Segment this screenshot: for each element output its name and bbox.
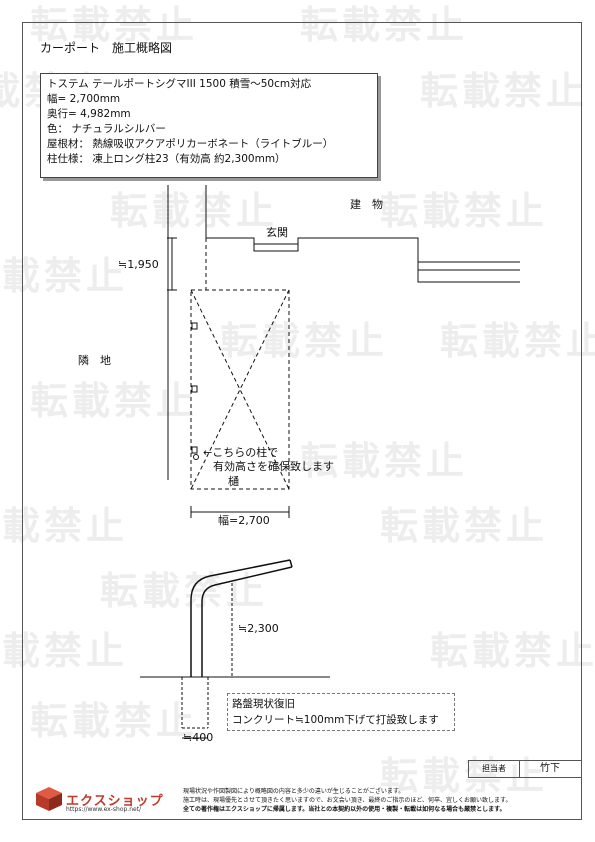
width-dimension: 幅=2,700 — [218, 514, 270, 527]
carport-diagonal — [190, 289, 290, 490]
watermark-text: 転載禁止 — [100, 569, 269, 613]
gutter-label: 樋 — [228, 475, 239, 488]
watermark-text: 転載禁止 — [380, 189, 549, 233]
building-outline — [205, 185, 520, 283]
watermark-text: 転載禁止 — [300, 3, 469, 47]
footer-line2: 施工時は、現場優先とさせて頂きたく思いますので、お文会い頂き、最終のご指示のほど… — [183, 797, 512, 804]
pillar-note-line1: ←こちらの柱で — [203, 446, 279, 459]
page-title: カーポート 施工概略図 — [40, 41, 173, 55]
building-label: 建 物 — [350, 198, 383, 211]
spec-depth: 奥行= 4,982mm — [47, 108, 131, 120]
depth-dimension: ≒1,950 — [118, 258, 159, 271]
spec-pillar: 柱仕様： 凍上ロング柱23（有効高 約2,300mm） — [47, 153, 286, 165]
watermark-text: 転載禁止 — [30, 379, 199, 423]
pillar-mark — [191, 322, 198, 330]
watermark-text: 転載禁止 — [380, 754, 549, 798]
footer-line1: 現場状況や作図製図により概略図の内容と多少の違いが生じることがございます。 — [183, 788, 405, 795]
spec-product: トステム テールポートシグマIII 1500 積雪～50cm対応 — [47, 78, 312, 90]
footer-disclaimer: 現場状況や作図製図により概略図の内容と多少の違いが生じることがございます。 施工… — [183, 787, 578, 814]
watermark-text: 転載禁止 — [0, 504, 129, 548]
logo-text: エクスショップ — [66, 794, 164, 809]
logo-box-icon — [36, 787, 62, 811]
watermark-text: 転載禁止 — [430, 629, 595, 673]
watermark-text: 転載禁止 — [440, 319, 595, 363]
spec-color: 色： ナチュラルシルバー — [47, 123, 166, 135]
footer-line3: 全ての著作権はエクスショップに帰属します。当社との本契約以外の使用・複製・転載は… — [183, 806, 506, 813]
watermark-text: 転載禁止 — [30, 699, 199, 743]
carport-diagonal — [190, 289, 290, 490]
spec-box: トステム テールポートシグマIII 1500 積雪～50cm対応 幅= 2,70… — [40, 73, 378, 178]
construction-note: 路盤現状復旧 コンクリート≒100mm下げて打設致します — [227, 693, 455, 731]
logo-url: https://www.ex-shop.net/ — [66, 806, 142, 813]
signature-label: 担当者 — [469, 761, 520, 777]
watermark-text: 転載禁止 — [220, 319, 389, 363]
note-line1: 路盤現状復旧 — [232, 698, 295, 710]
signature-box: 担当者 竹下 — [468, 760, 582, 778]
drawing-frame — [22, 22, 582, 820]
watermark-text: 転載禁止 — [0, 629, 129, 673]
spec-width: 幅= 2,700mm — [47, 93, 121, 105]
watermark-text: 転載禁止 — [300, 439, 469, 483]
pillar-note-line2: 有効高さを確保致します — [213, 460, 334, 473]
watermark-text: 転載禁止 — [110, 189, 279, 233]
watermark-text: 転載禁止 — [0, 254, 129, 298]
watermark-text: 転載禁止 — [420, 69, 589, 113]
carport-plan — [190, 289, 290, 490]
watermark-text: 転載禁止 — [30, 3, 199, 47]
neighbor-label: 隣 地 — [78, 354, 111, 367]
section-post — [190, 559, 291, 677]
watermark-text: 転載禁止 — [380, 504, 549, 548]
entrance-label: 玄関 — [266, 226, 288, 239]
base-dimension: ≒400 — [183, 731, 214, 744]
pillar-mark — [191, 446, 198, 454]
signature-name: 竹下 — [540, 763, 560, 774]
pillar-mark — [191, 385, 198, 393]
height-dimension: ≒2,300 — [238, 622, 279, 635]
pillar-circle — [193, 454, 199, 460]
spec-roof: 屋根材： 熱線吸収アクアポリカーボネート（ライトブルー） — [47, 138, 334, 150]
note-line2: コンクリート≒100mm下げて打設致します — [232, 714, 439, 726]
